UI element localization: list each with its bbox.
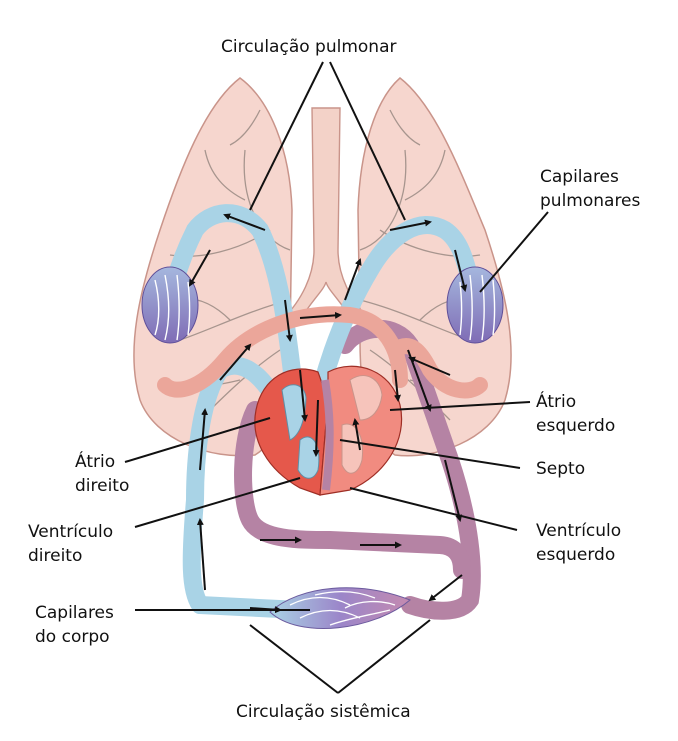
label-right-atrium: Átrio direito [75, 450, 129, 498]
trachea [280, 107, 372, 321]
deoxygenated-vessels [166, 204, 479, 619]
label-right-ventricle-line2: direito [28, 546, 83, 566]
label-pulmonary-circulation: Circulação pulmonar [221, 35, 396, 59]
label-pulmonary-capillaries-line1: Capilares [540, 167, 619, 187]
left-lung [133, 77, 293, 457]
label-systemic-circulation-text: Circulação sistêmica [236, 702, 411, 722]
right-atrium-chamber [281, 384, 307, 441]
leader-lines [124, 61, 549, 694]
label-pulmonary-capillaries: Capilares pulmonares [540, 165, 640, 213]
label-left-atrium: Átrio esquerdo [536, 390, 615, 438]
label-body-capillaries: Capilares do corpo [35, 601, 114, 649]
right-pulmonary-capillaries [446, 266, 504, 344]
body-capillaries [269, 587, 411, 629]
label-body-capillaries-line2: do corpo [35, 627, 110, 647]
label-pulmonary-capillaries-line2: pulmonares [540, 191, 641, 211]
right-ventricle-chamber [297, 436, 320, 479]
label-left-ventricle: Ventrículo esquerdo [536, 519, 621, 567]
label-right-atrium-line1: Átrio [75, 452, 116, 472]
label-right-ventricle: Ventrículo direito [28, 520, 113, 568]
label-left-atrium-line1: Átrio [536, 392, 577, 412]
label-pulmonary-circulation-text: Circulação pulmonar [221, 37, 397, 57]
systemic-loop [234, 401, 471, 579]
flow-arrows [189, 213, 468, 614]
label-body-capillaries-line1: Capilares [35, 603, 114, 623]
label-left-atrium-line2: esquerdo [536, 416, 616, 436]
left-pulmonary-capillaries [141, 266, 199, 344]
label-septum-text: Septo [536, 459, 586, 479]
label-systemic-circulation: Circulação sistêmica [236, 700, 411, 724]
label-left-ventricle-line2: esquerdo [536, 545, 616, 565]
left-atrium-chamber [349, 375, 383, 421]
label-right-ventricle-line1: Ventrículo [28, 522, 114, 542]
heart-septum [321, 379, 334, 491]
oxygenated-vessels [157, 306, 488, 399]
label-septum: Septo [536, 457, 585, 481]
label-right-atrium-line2: direito [75, 476, 130, 496]
label-left-ventricle-line1: Ventrículo [536, 521, 622, 541]
heart [254, 365, 403, 496]
